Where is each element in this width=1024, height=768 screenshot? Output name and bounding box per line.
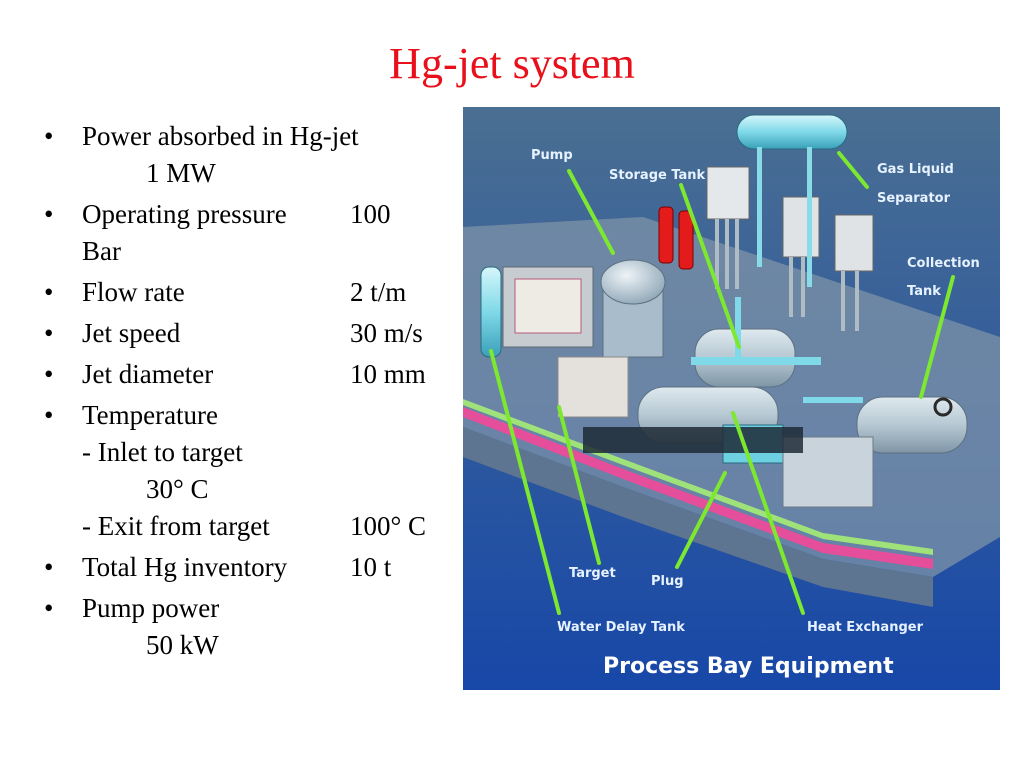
label-water-delay-tank: Water Delay Tank — [557, 620, 685, 635]
label-gas-liquid-2: Separator — [877, 191, 951, 206]
separator-pipe — [807, 147, 812, 287]
bullet-value: 10 mm — [350, 359, 426, 389]
arrow-plug — [675, 471, 727, 569]
bullet-list: • Power absorbed in Hg-jet 1 MW • Operat… — [40, 118, 460, 668]
label-pump: Pump — [531, 148, 573, 163]
gas-liquid-separator — [736, 114, 848, 150]
bullet-value: 30 m/s — [350, 318, 423, 348]
bullet-label: Jet speed — [82, 318, 181, 348]
label-collection-1: Collection — [907, 256, 980, 271]
bullet-label: Flow rate — [82, 277, 185, 307]
bullet-inventory: • Total Hg inventory 10 t — [40, 549, 460, 586]
target-box — [557, 356, 629, 418]
exit-value: 100° C — [350, 511, 427, 541]
inlet-label: - Inlet to target — [82, 437, 243, 467]
bullet-value: 50 kW — [146, 630, 219, 660]
bullet-dot: • — [44, 400, 54, 430]
arrow-pump — [567, 169, 615, 255]
pink-stripe — [463, 407, 933, 569]
bullet-dot: • — [44, 121, 54, 151]
bullet-dot: • — [44, 552, 54, 582]
water-delay-tank — [480, 266, 502, 358]
bullet-temperature: • Temperature - Inlet to target 30° C - … — [40, 397, 460, 545]
cyan-pipe — [735, 297, 741, 357]
label-plug: Plug — [651, 574, 684, 589]
caption-rule — [463, 690, 1000, 693]
bullet-value-cont: Bar — [82, 236, 121, 266]
bullet-dot: • — [44, 318, 54, 348]
label-gas-liquid-1: Gas Liquid — [877, 162, 954, 177]
arrow-heat-exchanger — [731, 411, 805, 615]
figure-caption: Process Bay Equipment — [603, 654, 894, 679]
slide-title: Hg-jet system — [389, 39, 635, 88]
label-heat-exchanger: Heat Exchanger — [807, 620, 924, 635]
label-storage-tank: Storage Tank — [609, 168, 706, 183]
bullet-label: Pump power — [82, 593, 220, 623]
bullet-flow: • Flow rate 2 t/m — [40, 274, 460, 311]
bullet-dot: • — [44, 593, 54, 623]
left-machinery-inner — [514, 278, 582, 334]
beam-line — [583, 427, 803, 453]
bullet-value: 10 t — [350, 552, 392, 582]
bullet-value: 100 — [350, 199, 391, 229]
bullet-diameter: • Jet diameter 10 mm — [40, 356, 460, 393]
bullet-dot: • — [44, 277, 54, 307]
bullet-pressure: • Operating pressure 100 Bar — [40, 196, 460, 270]
bullet-power: • Power absorbed in Hg-jet 1 MW — [40, 118, 460, 192]
bullet-dot: • — [44, 199, 54, 229]
bullet-label: Jet diameter — [82, 359, 214, 389]
bullet-label: Total Hg inventory — [82, 552, 288, 582]
separator-pipe — [757, 147, 762, 267]
cyan-pipe — [691, 357, 821, 365]
arrow-collection — [919, 275, 955, 399]
bullet-speed: • Jet speed 30 m/s — [40, 315, 460, 352]
callout-arrows — [489, 151, 955, 615]
bullet-dot: • — [44, 359, 54, 389]
floor-side — [463, 427, 933, 607]
inlet-value: 30° C — [146, 474, 209, 504]
bullet-label: Temperature — [82, 400, 219, 430]
bullet-value: 1 MW — [146, 158, 216, 188]
arrow-target — [557, 405, 601, 565]
arrow-gas-liquid — [837, 151, 869, 189]
bullet-label: Operating pressure — [82, 199, 287, 229]
arrow-water-delay — [489, 349, 561, 615]
exit-label: - Exit from target — [82, 511, 270, 541]
collection-tank — [856, 396, 968, 454]
bullet-label: Power absorbed in Hg-jet — [82, 121, 359, 151]
cyan-pipe — [803, 397, 863, 403]
red-cylinders — [658, 206, 694, 270]
bullet-value: 2 t/m — [350, 277, 407, 307]
storage-rack — [706, 166, 874, 331]
pump-dome — [600, 259, 666, 305]
label-target: Target — [569, 566, 616, 581]
collection-port — [933, 397, 953, 417]
label-collection-2: Tank — [907, 284, 941, 299]
bullet-pump: • Pump power 50 kW — [40, 590, 460, 664]
arrow-storage-tank — [679, 183, 741, 349]
process-bay-figure: Pump Storage Tank Gas Liquid Separator C… — [463, 107, 1000, 693]
